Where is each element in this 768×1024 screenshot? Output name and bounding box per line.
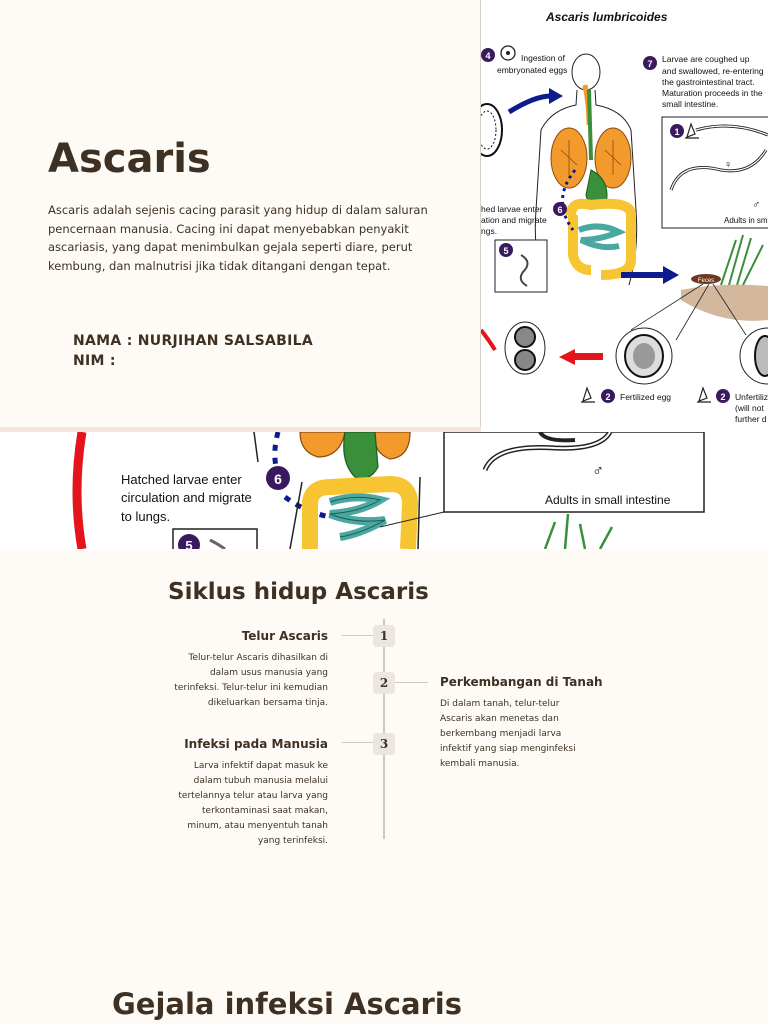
step-2-connector — [395, 682, 428, 683]
svg-text:6: 6 — [274, 471, 282, 487]
male-symbol: ♂ — [752, 199, 760, 211]
panel-divider — [0, 427, 481, 432]
human-body-figure — [534, 53, 638, 286]
svg-text:1: 1 — [674, 127, 679, 137]
svg-text:2: 2 — [720, 392, 725, 402]
step-6-marker — [266, 466, 290, 490]
microscope-icon — [581, 386, 595, 403]
symptoms-title: Gejala infeksi Ascaris — [112, 987, 463, 1021]
svg-text:ation and migrate: ation and migrate — [481, 215, 547, 225]
svg-text:Ingestion of: Ingestion of — [521, 53, 566, 63]
slide-title: Ascaris — [48, 136, 211, 182]
svg-text:hed larvae enter: hed larvae enter — [481, 204, 543, 214]
step-1-title: Telur Ascaris — [241, 629, 328, 643]
intro-paragraph: Ascaris adalah sejenis cacing parasit ya… — [48, 203, 428, 274]
svg-text:to lungs.: to lungs. — [121, 509, 170, 524]
svg-text:and swallowed, re-entering: and swallowed, re-entering — [662, 66, 764, 76]
diagram-heading: Ascaris lumbricoides — [545, 10, 668, 24]
step-1-description: Telur-telur Ascaris dihasilkan di dalam … — [174, 653, 328, 708]
student-id: NIM : — [73, 353, 116, 369]
lifecycle-diagram-image: Ascaris lumbricoides 4 Ingestion of embr… — [481, 0, 768, 432]
step-2-badge: 2 — [373, 672, 395, 694]
svg-text:Larvae are coughed up: Larvae are coughed up — [662, 54, 750, 64]
svg-text:5: 5 — [503, 246, 508, 256]
microscope-icon — [697, 386, 711, 403]
title-panel: Ascaris Ascaris adalah sejenis cacing pa… — [0, 0, 481, 432]
lifecycle-slide: Siklus hidup Ascaris 1 Telur Ascaris Tel… — [0, 549, 768, 1024]
svg-text:Maturation proceeds in the: Maturation proceeds in the — [662, 88, 763, 98]
lifecycle-title: Siklus hidup Ascaris — [168, 579, 429, 605]
step-5-marker — [178, 534, 200, 549]
step-6-marker — [553, 202, 567, 216]
lifecycle-diagram-closeup: ♂ Adults in small intestine 6 Hatched la… — [0, 432, 768, 549]
svg-text:the gastrointestinal tract.: the gastrointestinal tract. — [662, 77, 755, 87]
svg-text:Unfertiliz: Unfertiliz — [735, 392, 768, 402]
female-symbol: ♀ — [724, 159, 732, 171]
svg-text:Hatched larvae enter: Hatched larvae enter — [121, 472, 242, 487]
step-1-connector — [342, 635, 373, 636]
svg-text:Fertilized egg: Fertilized egg — [620, 392, 671, 402]
svg-text:6: 6 — [557, 205, 562, 215]
timeline-axis — [383, 619, 385, 839]
svg-text:ngs.: ngs. — [481, 226, 497, 236]
step-1-badge: 1 — [373, 625, 395, 647]
title-slide: Ascaris Ascaris adalah sejenis cacing pa… — [0, 0, 768, 432]
author-name: NAMA : NURJIHAN SALSABILA — [73, 333, 313, 349]
svg-text:5: 5 — [185, 538, 192, 549]
microscope-icon — [685, 122, 699, 139]
step-7-marker — [643, 56, 657, 70]
step-3-connector — [342, 742, 373, 743]
svg-text:circulation and migrate: circulation and migrate — [121, 490, 252, 505]
step-2-title: Perkembangan di Tanah — [440, 675, 603, 689]
svg-text:Feces: Feces — [698, 278, 714, 284]
svg-text:Adults in sm: Adults in sm — [724, 216, 768, 225]
step-3-description: Larva infektif dapat masuk ke dalam tubu… — [178, 761, 328, 846]
author-block: NAMA : NURJIHAN SALSABILA NIM : — [73, 331, 313, 371]
male-symbol: ♂ — [592, 463, 604, 480]
svg-text:2: 2 — [605, 392, 610, 402]
svg-text:4: 4 — [485, 51, 490, 61]
biohazard-icon — [500, 45, 516, 61]
step-4-marker — [481, 48, 495, 62]
step-3-badge: 3 — [373, 733, 395, 755]
step-3-title: Infeksi pada Manusia — [184, 737, 328, 751]
svg-text:(will not: (will not — [735, 403, 764, 413]
step-2-description: Di dalam tanah, telur-telur Ascaris akan… — [440, 699, 576, 769]
svg-text:small intestine.: small intestine. — [662, 99, 718, 109]
svg-text:further d: further d — [735, 414, 767, 424]
svg-text:Adults in small intestine: Adults in small intestine — [545, 493, 671, 507]
svg-text:7: 7 — [647, 59, 652, 69]
svg-text:embryonated eggs: embryonated eggs — [497, 65, 567, 75]
adults-box — [661, 116, 768, 229]
